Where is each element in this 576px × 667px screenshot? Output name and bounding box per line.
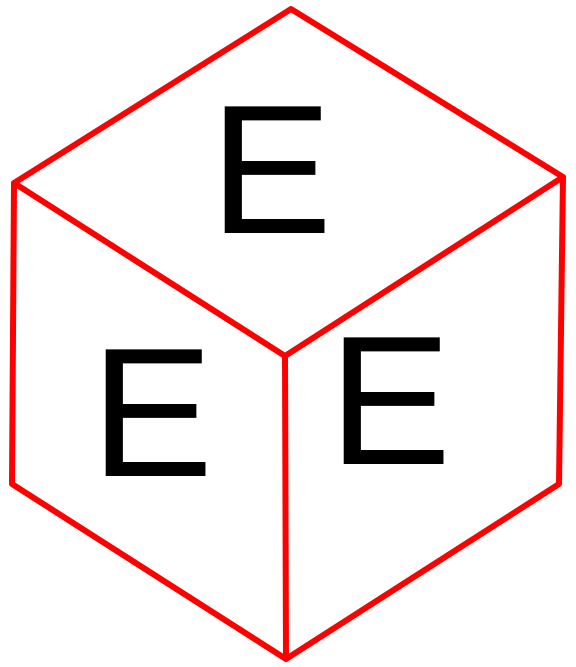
right-face-label: E (329, 297, 452, 503)
cube-front-edge (282, 353, 289, 662)
top-face-label: E (210, 66, 333, 272)
cube-edges (9, 6, 566, 662)
left-face-label: E (91, 309, 214, 515)
